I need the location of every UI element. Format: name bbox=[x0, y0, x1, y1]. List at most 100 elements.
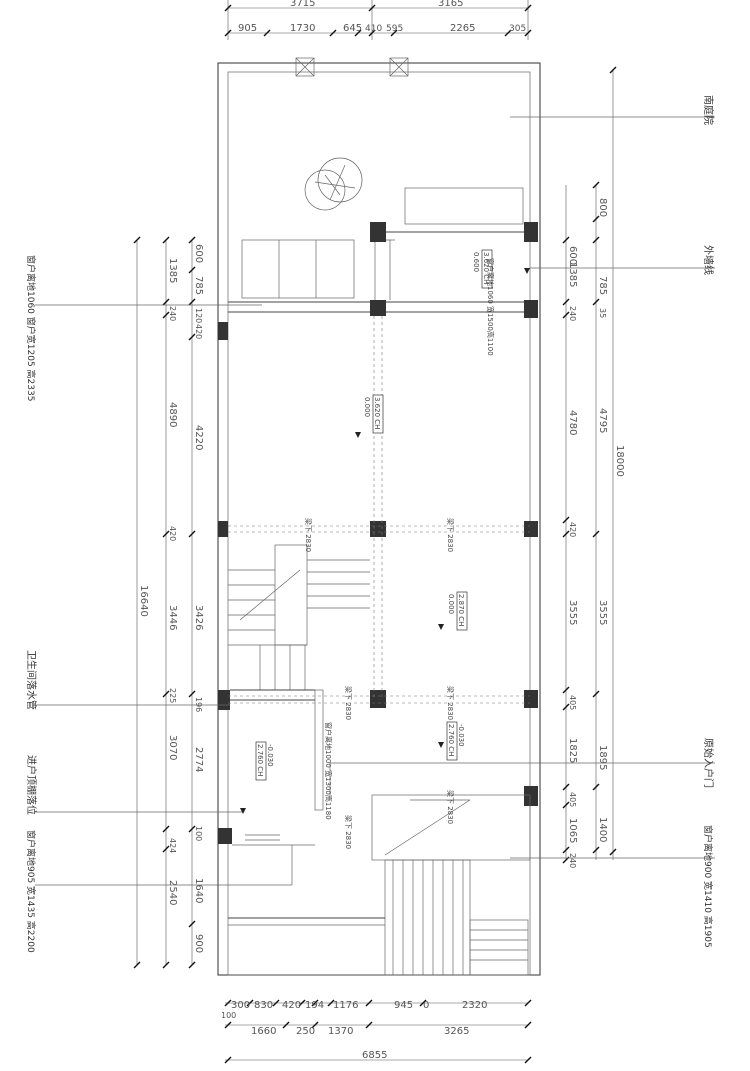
bottom-dim: 420 bbox=[282, 1000, 301, 1011]
bottom-dim: 1176 bbox=[333, 1000, 358, 1011]
annotation-window-left-bottom: 窗户离地905 宽1435 高2200 bbox=[25, 830, 37, 953]
level-floor-value: -0.030 bbox=[457, 724, 465, 747]
right-inner-dim: 1825 bbox=[567, 738, 578, 763]
beam-note: 梁下 2830 bbox=[446, 790, 455, 824]
exterior-walls bbox=[217, 57, 541, 976]
left-inner-small: 120 bbox=[194, 308, 203, 323]
right-inner-small: 405 bbox=[568, 792, 577, 807]
annotation-window-right: 窗户离地900 宽1410 高1905 bbox=[702, 825, 714, 948]
annotation-exterior-wall-line: 外墙线 bbox=[702, 245, 715, 275]
left-outer-small: 225 bbox=[168, 688, 177, 703]
right-mid-dim: 3555 bbox=[597, 600, 608, 625]
right-inner-small: 420 bbox=[568, 522, 577, 537]
bottom-dim: 1660 bbox=[251, 1026, 276, 1037]
left-inner-dim: 4220 bbox=[193, 425, 204, 450]
bottom-dim: 250 bbox=[296, 1026, 315, 1037]
right-mid-dim: 1895 bbox=[597, 745, 608, 770]
level-tag-5: -0.030 2.760 CH bbox=[255, 741, 274, 781]
left-inner-dim: 785 bbox=[193, 276, 204, 295]
level-tag-2: 3.620 CH 0.000 bbox=[363, 394, 384, 434]
right-mid-dim: 800 bbox=[597, 198, 608, 217]
left-outer-dim: 3070 bbox=[167, 735, 178, 760]
window-note: 窗户离地1060 宽1500高1100 bbox=[486, 258, 495, 356]
annotation-leaders bbox=[35, 116, 715, 886]
right-inner-dim: 1065 bbox=[567, 818, 578, 843]
bottom-dim: 3265 bbox=[444, 1026, 469, 1037]
beam-lines bbox=[228, 316, 530, 704]
left-dimension-lines bbox=[133, 236, 196, 969]
left-outer-small: 420 bbox=[168, 526, 177, 541]
left-outer-total: 16640 bbox=[138, 585, 149, 617]
lower-room-walls bbox=[228, 689, 531, 976]
beam-note: 梁下 2830 bbox=[304, 518, 313, 552]
top-seg-dim: 905 bbox=[238, 23, 257, 34]
right-inner-small: 240 bbox=[568, 306, 577, 321]
top-seg-dim: 595 bbox=[386, 24, 403, 34]
left-inner-dim: 2774 bbox=[193, 747, 204, 772]
level-markers bbox=[240, 268, 530, 814]
level-ceiling-height: 2.760 CH bbox=[256, 744, 264, 776]
beam-note: 梁下 2830 bbox=[446, 518, 455, 552]
right-inner-dim: 4780 bbox=[567, 410, 578, 435]
level-tag-3: 2.870 CH 0.000 bbox=[447, 591, 468, 631]
top-seg-dim: 645 bbox=[343, 23, 362, 34]
right-inner-dim: 600 bbox=[567, 246, 578, 265]
annotation-south-courtyard: 南庭院 bbox=[702, 95, 715, 125]
left-inner-small: 420 bbox=[194, 324, 203, 339]
level-floor-value: 0.000 bbox=[447, 594, 455, 614]
bottom-dim-small: 100 bbox=[221, 1011, 236, 1020]
level-ceiling-height: 2.760 CH bbox=[447, 724, 455, 756]
beam-note: 梁下 2830 bbox=[344, 686, 353, 720]
left-inner-dim: 3426 bbox=[193, 605, 204, 630]
right-dimension-lines bbox=[562, 66, 617, 864]
level-ceiling-height: 3.620 CH bbox=[482, 252, 490, 284]
top-seg-dim: 305 bbox=[509, 24, 526, 34]
right-total: 18000 bbox=[614, 445, 625, 477]
left-inner-dim: 1640 bbox=[193, 878, 204, 903]
bottom-dim: 194 bbox=[305, 1000, 324, 1011]
beam-note: 梁下 2830 bbox=[446, 686, 455, 720]
bottom-dim: 830 bbox=[254, 1000, 273, 1011]
top-overall-dim-2: 3165 bbox=[438, 0, 463, 9]
left-inner-dim: 600 bbox=[193, 244, 204, 263]
stair-block bbox=[228, 544, 370, 690]
bottom-dim: 300 bbox=[231, 1000, 250, 1011]
bottom-dim: 0 bbox=[423, 1000, 429, 1011]
left-outer-dim: 2540 bbox=[167, 880, 178, 905]
left-inner-small: 196 bbox=[194, 697, 203, 712]
annotation-bathroom-drain: 卫生间落水管 bbox=[25, 650, 38, 710]
beam-note: 梁下 2830 bbox=[344, 815, 353, 849]
left-outer-small: 424 bbox=[168, 838, 177, 853]
left-outer-dim: 1385 bbox=[167, 258, 178, 283]
top-dimension-lines bbox=[224, 0, 532, 40]
top-seg-dim: 1730 bbox=[290, 23, 315, 34]
annotation-original-entry-door: 原始入户门 bbox=[702, 738, 715, 788]
right-inner-small: 405 bbox=[568, 695, 577, 710]
left-inner-small: 100 bbox=[194, 826, 203, 841]
window-note: 窗户离地1000 宽1300高1180 bbox=[324, 722, 333, 820]
right-inner-dim: 3555 bbox=[567, 600, 578, 625]
annotation-entry-ceiling: 进户顶棚落位 bbox=[25, 755, 38, 815]
left-outer-small: 240 bbox=[168, 306, 177, 321]
top-seg-dim: 410 bbox=[365, 24, 382, 34]
tree-symbol bbox=[304, 157, 363, 211]
level-tag-1: 3.620 CH 0.600 bbox=[472, 249, 493, 289]
level-floor-value: -0.030 bbox=[266, 744, 274, 767]
left-outer-dim: 3446 bbox=[167, 605, 178, 630]
top-overall-dim-1: 3715 bbox=[290, 0, 315, 9]
bottom-dim: 2320 bbox=[462, 1000, 487, 1011]
right-mid-dim: 1400 bbox=[597, 817, 608, 842]
left-inner-dim: 900 bbox=[193, 934, 204, 953]
level-tag-4: -0.030 2.760 CH bbox=[446, 721, 465, 761]
right-inner-small: 240 bbox=[568, 853, 577, 868]
right-inner-dim: 1385 bbox=[567, 262, 578, 287]
right-mid-dim: 4795 bbox=[597, 408, 608, 433]
bottom-dim: 1370 bbox=[328, 1026, 353, 1037]
bottom-dim: 945 bbox=[394, 1000, 413, 1011]
right-mid-dim: 785 bbox=[597, 276, 608, 295]
annotation-window-left-top: 窗户离地1060 窗户宽1205 高2335 bbox=[25, 255, 37, 401]
bottom-dimension-lines bbox=[224, 999, 532, 1064]
top-seg-dim: 2265 bbox=[450, 23, 475, 34]
